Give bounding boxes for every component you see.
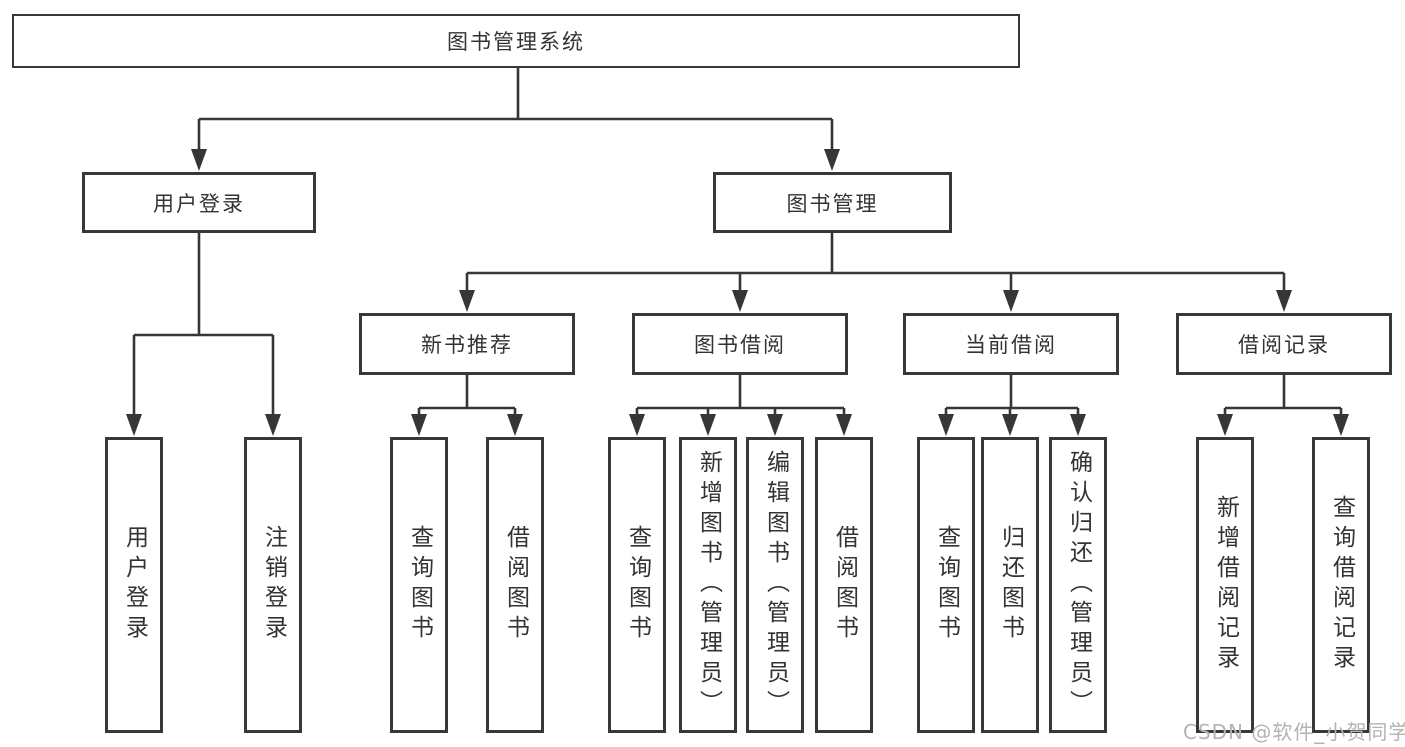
node-label: 图书管理系统 bbox=[447, 30, 585, 54]
node-new-book-recommendation: 新书推荐 bbox=[359, 313, 575, 375]
leaf-user-login: 用户登录 bbox=[105, 437, 163, 733]
leaf-add-borrow-record: 新增借阅记录 bbox=[1196, 437, 1254, 733]
leaf-borrow-books-recommend: 借阅图书 bbox=[486, 437, 544, 733]
node-label: 查询图书 bbox=[933, 525, 960, 645]
leaf-edit-books-admin: 编辑图书（管理员） bbox=[746, 437, 804, 733]
node-current-borrowing: 当前借阅 bbox=[903, 313, 1119, 375]
node-label: 图书借阅 bbox=[694, 333, 786, 357]
leaf-query-borrow-record: 查询借阅记录 bbox=[1312, 437, 1370, 733]
node-borrowing-records: 借阅记录 bbox=[1176, 313, 1392, 375]
node-label: 归还图书 bbox=[997, 525, 1024, 645]
node-book-management: 图书管理 bbox=[713, 172, 952, 233]
node-label: 新增借阅记录 bbox=[1212, 495, 1239, 675]
node-book-management-system: 图书管理系统 bbox=[12, 14, 1020, 68]
node-label: 借阅图书 bbox=[831, 525, 858, 645]
node-label: 查询图书 bbox=[406, 525, 433, 645]
node-label: 用户登录 bbox=[121, 525, 148, 645]
node-label: 借阅记录 bbox=[1238, 333, 1330, 357]
leaf-query-books-borrow: 查询图书 bbox=[608, 437, 666, 733]
node-label: 当前借阅 bbox=[965, 333, 1057, 357]
node-label: 查询借阅记录 bbox=[1328, 495, 1355, 675]
node-label: 编辑图书（管理员） bbox=[762, 450, 789, 720]
leaf-query-books-recommend: 查询图书 bbox=[390, 437, 448, 733]
leaf-add-books-admin: 新增图书（管理员） bbox=[679, 437, 737, 733]
node-label: 新增图书（管理员） bbox=[695, 450, 722, 720]
leaf-confirm-return-admin: 确认归还（管理员） bbox=[1049, 437, 1107, 733]
node-label: 查询图书 bbox=[624, 525, 651, 645]
leaf-return-books: 归还图书 bbox=[981, 437, 1039, 733]
node-label: 新书推荐 bbox=[421, 333, 513, 357]
node-book-borrowing: 图书借阅 bbox=[632, 313, 848, 375]
node-label: 确认归还（管理员） bbox=[1065, 450, 1092, 720]
node-label: 注销登录 bbox=[260, 525, 287, 645]
node-user-login: 用户登录 bbox=[82, 172, 316, 233]
csdn-watermark: CSDN @软件_小贺同学 bbox=[1183, 720, 1405, 744]
leaf-query-books-current: 查询图书 bbox=[917, 437, 975, 733]
node-label: 图书管理 bbox=[786, 191, 879, 216]
leaf-logout: 注销登录 bbox=[244, 437, 302, 733]
leaf-borrow-books: 借阅图书 bbox=[815, 437, 873, 733]
node-label: 借阅图书 bbox=[502, 525, 529, 645]
node-label: 用户登录 bbox=[153, 191, 245, 216]
